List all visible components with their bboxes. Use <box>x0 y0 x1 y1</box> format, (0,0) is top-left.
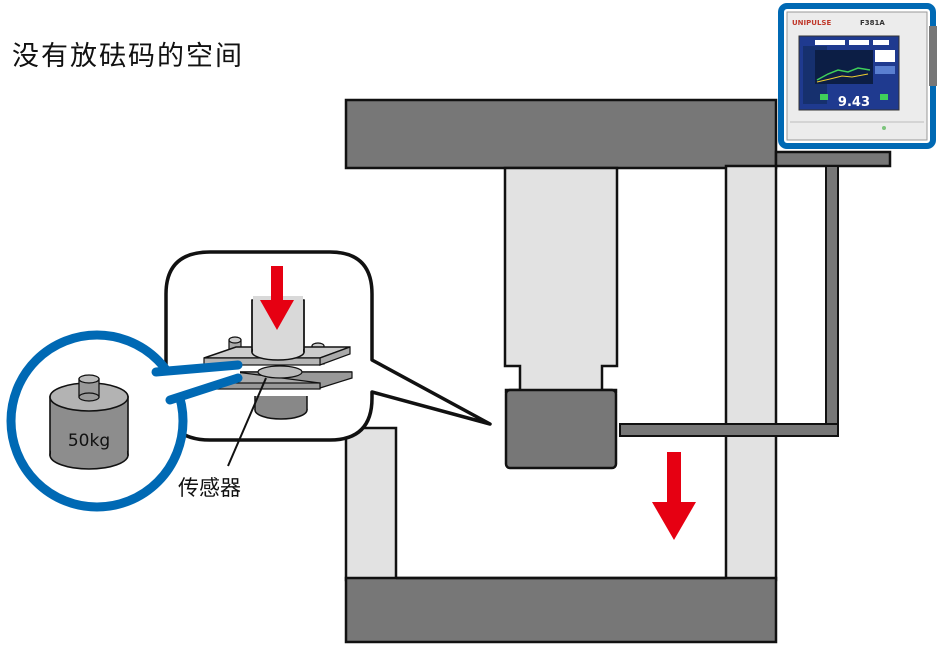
indicator-reading: 9.43 <box>838 95 870 110</box>
ram-piston <box>503 166 619 394</box>
top-beam <box>344 98 778 170</box>
top-beam-extension <box>774 150 892 168</box>
sensor-label: 传感器 <box>178 476 241 500</box>
press-frame <box>344 98 892 644</box>
connector-rod-horizontal <box>619 423 839 437</box>
weight-label: 50kg <box>68 431 110 451</box>
sensor-leader-line <box>227 377 267 467</box>
indicator-device-icon: 9.43 UNIPULSE F381A <box>778 3 937 149</box>
small-down-arrow-icon <box>260 266 294 330</box>
base-plate <box>344 576 778 644</box>
down-arrow-icon <box>652 452 696 540</box>
diagram-title: 没有放砝码的空间 <box>12 41 244 72</box>
indicator-model: F381A <box>860 19 885 27</box>
sensor-callout <box>164 250 492 442</box>
indicator-brand: UNIPULSE <box>792 19 831 27</box>
connector-rod-vertical <box>825 165 839 437</box>
right-column <box>724 164 778 582</box>
left-column <box>344 426 398 582</box>
weight-icon: 50kg <box>49 374 129 470</box>
press-block <box>504 388 618 470</box>
